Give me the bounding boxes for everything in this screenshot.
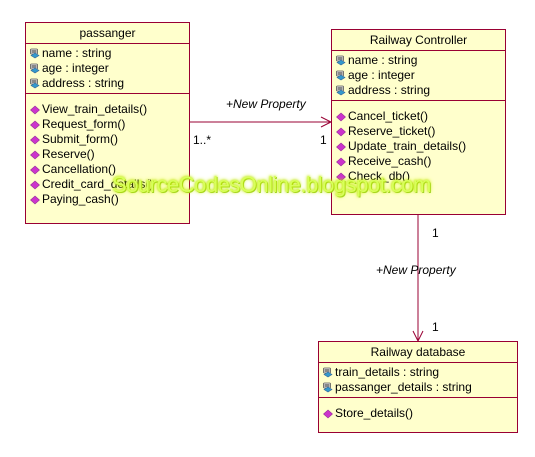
operation-icon	[29, 164, 41, 176]
attributes-section: name : string age : integer address : st…	[26, 44, 189, 94]
attribute-label: passanger_details : string	[335, 380, 472, 394]
operation-row: Cancel_ticket()	[335, 109, 505, 124]
operation-label: Paying_cash()	[42, 192, 119, 206]
attribute-icon	[335, 85, 347, 97]
attribute-icon	[335, 55, 347, 67]
operation-icon	[29, 194, 41, 206]
operation-label: Store_details()	[335, 406, 414, 420]
class-name-passanger: passanger	[26, 23, 189, 44]
attribute-address: address : string	[42, 76, 125, 90]
class-railway-controller[interactable]: Railway Controller name : string age : i…	[331, 29, 506, 215]
attribute-icon	[335, 70, 347, 82]
operation-label: Credit_card_details()	[42, 177, 154, 191]
attribute-label: train_details : string	[335, 365, 440, 379]
attribute-row: name : string	[335, 53, 505, 68]
association-label-1: +New Property	[226, 97, 306, 111]
operation-icon	[322, 408, 334, 420]
class-name-railway-database: Railway database	[319, 342, 517, 363]
operation-icon	[335, 156, 347, 168]
operations-section: Store_details()	[319, 398, 517, 423]
operation-row: Reserve()	[29, 147, 189, 162]
attribute-label: name : string	[348, 53, 418, 67]
multiplicity-database: 1	[432, 320, 439, 334]
class-railway-database[interactable]: Railway database train_details : string …	[318, 341, 518, 433]
operation-row: Request_form()	[29, 117, 189, 132]
operation-icon	[29, 119, 41, 131]
operation-label: Submit_form()	[42, 132, 119, 146]
operation-row: Submit_form()	[29, 132, 189, 147]
attribute-row: age : integer	[29, 61, 189, 76]
class-passanger[interactable]: passanger name : string age : integer ad…	[25, 22, 190, 224]
multiplicity-passanger: 1..*	[193, 133, 212, 147]
attribute-row: address : string	[335, 83, 505, 98]
operation-icon	[29, 149, 41, 161]
operation-label: Request_form()	[42, 117, 126, 131]
operation-label: Cancellation()	[42, 162, 117, 176]
operation-icon	[29, 104, 41, 116]
attribute-icon	[29, 48, 41, 60]
operation-icon	[335, 111, 347, 123]
operation-row: Paying_cash()	[29, 192, 189, 207]
operation-label: Cancel_ticket()	[348, 109, 429, 123]
watermark-text: SourceCodesOnline.blogspot.com	[112, 172, 431, 197]
operation-label: Check_db()	[348, 169, 411, 183]
attribute-label: age : integer	[348, 68, 415, 82]
operation-icon	[29, 179, 41, 191]
operation-row: Receive_cash()	[335, 154, 505, 169]
attribute-icon	[29, 78, 41, 90]
attribute-age: age : integer	[42, 61, 109, 75]
operation-icon	[29, 134, 41, 146]
association-label-2: +New Property	[376, 263, 456, 277]
operation-label: Receive_cash()	[348, 154, 432, 168]
attribute-label: address : string	[348, 83, 431, 97]
operation-row: Store_details()	[322, 406, 517, 421]
operations-section: View_train_details() Request_form() Subm…	[26, 94, 189, 209]
operation-label: View_train_details()	[42, 102, 148, 116]
attribute-row: address : string	[29, 76, 189, 91]
operation-row: Credit_card_details()	[29, 177, 189, 192]
class-name-railway-controller: Railway Controller	[332, 30, 505, 51]
operation-row: Update_train_details()	[335, 139, 505, 154]
operation-row: View_train_details()	[29, 102, 189, 117]
attribute-icon	[322, 382, 334, 394]
attribute-row: age : integer	[335, 68, 505, 83]
attribute-row: passanger_details : string	[322, 380, 517, 395]
attribute-icon	[322, 367, 334, 379]
operation-row: Check_db()	[335, 169, 505, 184]
attributes-section: train_details : string passanger_details…	[319, 363, 517, 398]
operation-icon	[335, 141, 347, 153]
operations-section: Cancel_ticket() Reserve_ticket() Update_…	[332, 101, 505, 186]
operation-label: Reserve_ticket()	[348, 124, 436, 138]
attributes-section: name : string age : integer address : st…	[332, 51, 505, 101]
operation-label: Update_train_details()	[348, 139, 467, 153]
attribute-name: name : string	[42, 46, 112, 60]
multiplicity-controller-2: 1	[432, 226, 439, 240]
operation-icon	[335, 171, 347, 183]
operation-icon	[335, 126, 347, 138]
operation-label: Reserve()	[42, 147, 95, 161]
attribute-row: name : string	[29, 46, 189, 61]
operation-row: Cancellation()	[29, 162, 189, 177]
attribute-row: train_details : string	[322, 365, 517, 380]
multiplicity-controller: 1	[320, 133, 327, 147]
operation-row: Reserve_ticket()	[335, 124, 505, 139]
attribute-icon	[29, 63, 41, 75]
